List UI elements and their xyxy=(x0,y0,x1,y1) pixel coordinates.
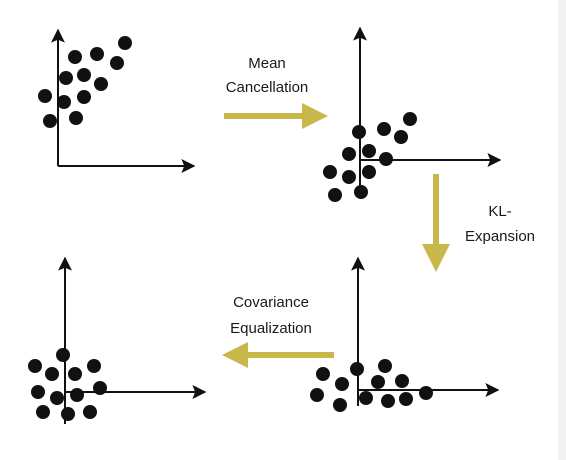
panel1-points xyxy=(38,36,132,128)
data-point xyxy=(77,90,91,104)
data-point xyxy=(394,130,408,144)
data-point xyxy=(310,388,324,402)
data-point xyxy=(38,89,52,103)
data-point xyxy=(77,68,91,82)
data-point xyxy=(362,165,376,179)
data-point xyxy=(61,407,75,421)
step-mean-cancellation: Mean Cancellation xyxy=(224,55,328,129)
data-point xyxy=(419,386,433,400)
panel-kl-expanded xyxy=(310,256,500,412)
data-point xyxy=(110,56,124,70)
data-point xyxy=(57,95,71,109)
step-covariance-equalization: Covariance Equalization xyxy=(222,294,334,368)
data-point xyxy=(43,114,57,128)
data-point xyxy=(379,152,393,166)
data-point xyxy=(45,367,59,381)
panel-covariance-equalized xyxy=(28,256,207,424)
data-point xyxy=(56,348,70,362)
step1-label-line1: Mean xyxy=(248,55,286,72)
step2-label-line1: KL- xyxy=(488,203,511,220)
data-point xyxy=(354,185,368,199)
data-point xyxy=(31,385,45,399)
panel2-points xyxy=(323,112,417,202)
data-point xyxy=(69,111,83,125)
step1-label-line2: Cancellation xyxy=(226,79,309,96)
data-point xyxy=(328,188,342,202)
data-point xyxy=(352,125,366,139)
data-point xyxy=(378,359,392,373)
data-point xyxy=(90,47,104,61)
panel4-points xyxy=(28,348,107,421)
data-point xyxy=(316,367,330,381)
data-point xyxy=(28,359,42,373)
data-point xyxy=(377,122,391,136)
data-point xyxy=(381,394,395,408)
data-point xyxy=(333,398,347,412)
data-point xyxy=(335,377,349,391)
data-point xyxy=(118,36,132,50)
data-point xyxy=(342,170,356,184)
data-point xyxy=(395,374,409,388)
data-point xyxy=(68,50,82,64)
panel-original-data xyxy=(38,28,196,173)
data-point xyxy=(371,375,385,389)
data-point xyxy=(350,362,364,376)
panel-mean-cancelled xyxy=(323,26,502,202)
step2-arrow-head xyxy=(422,244,450,272)
step1-arrow-head xyxy=(302,103,328,129)
data-point xyxy=(359,391,373,405)
data-point xyxy=(362,144,376,158)
right-edge-strip xyxy=(558,0,566,460)
panel3-points xyxy=(310,359,433,412)
step2-label-line2: Expansion xyxy=(465,228,535,245)
data-point xyxy=(87,359,101,373)
data-point xyxy=(403,112,417,126)
data-point xyxy=(93,381,107,395)
data-point xyxy=(36,405,50,419)
data-point xyxy=(399,392,413,406)
data-point xyxy=(94,77,108,91)
step3-label-line1: Covariance xyxy=(233,294,309,311)
step3-label-line2: Equalization xyxy=(230,320,312,337)
step-kl-expansion: KL- Expansion xyxy=(422,174,535,272)
data-point xyxy=(68,367,82,381)
data-point xyxy=(70,388,84,402)
step3-arrow-head xyxy=(222,342,248,368)
data-point xyxy=(323,165,337,179)
data-point xyxy=(50,391,64,405)
data-point xyxy=(342,147,356,161)
data-point xyxy=(59,71,73,85)
data-point xyxy=(83,405,97,419)
